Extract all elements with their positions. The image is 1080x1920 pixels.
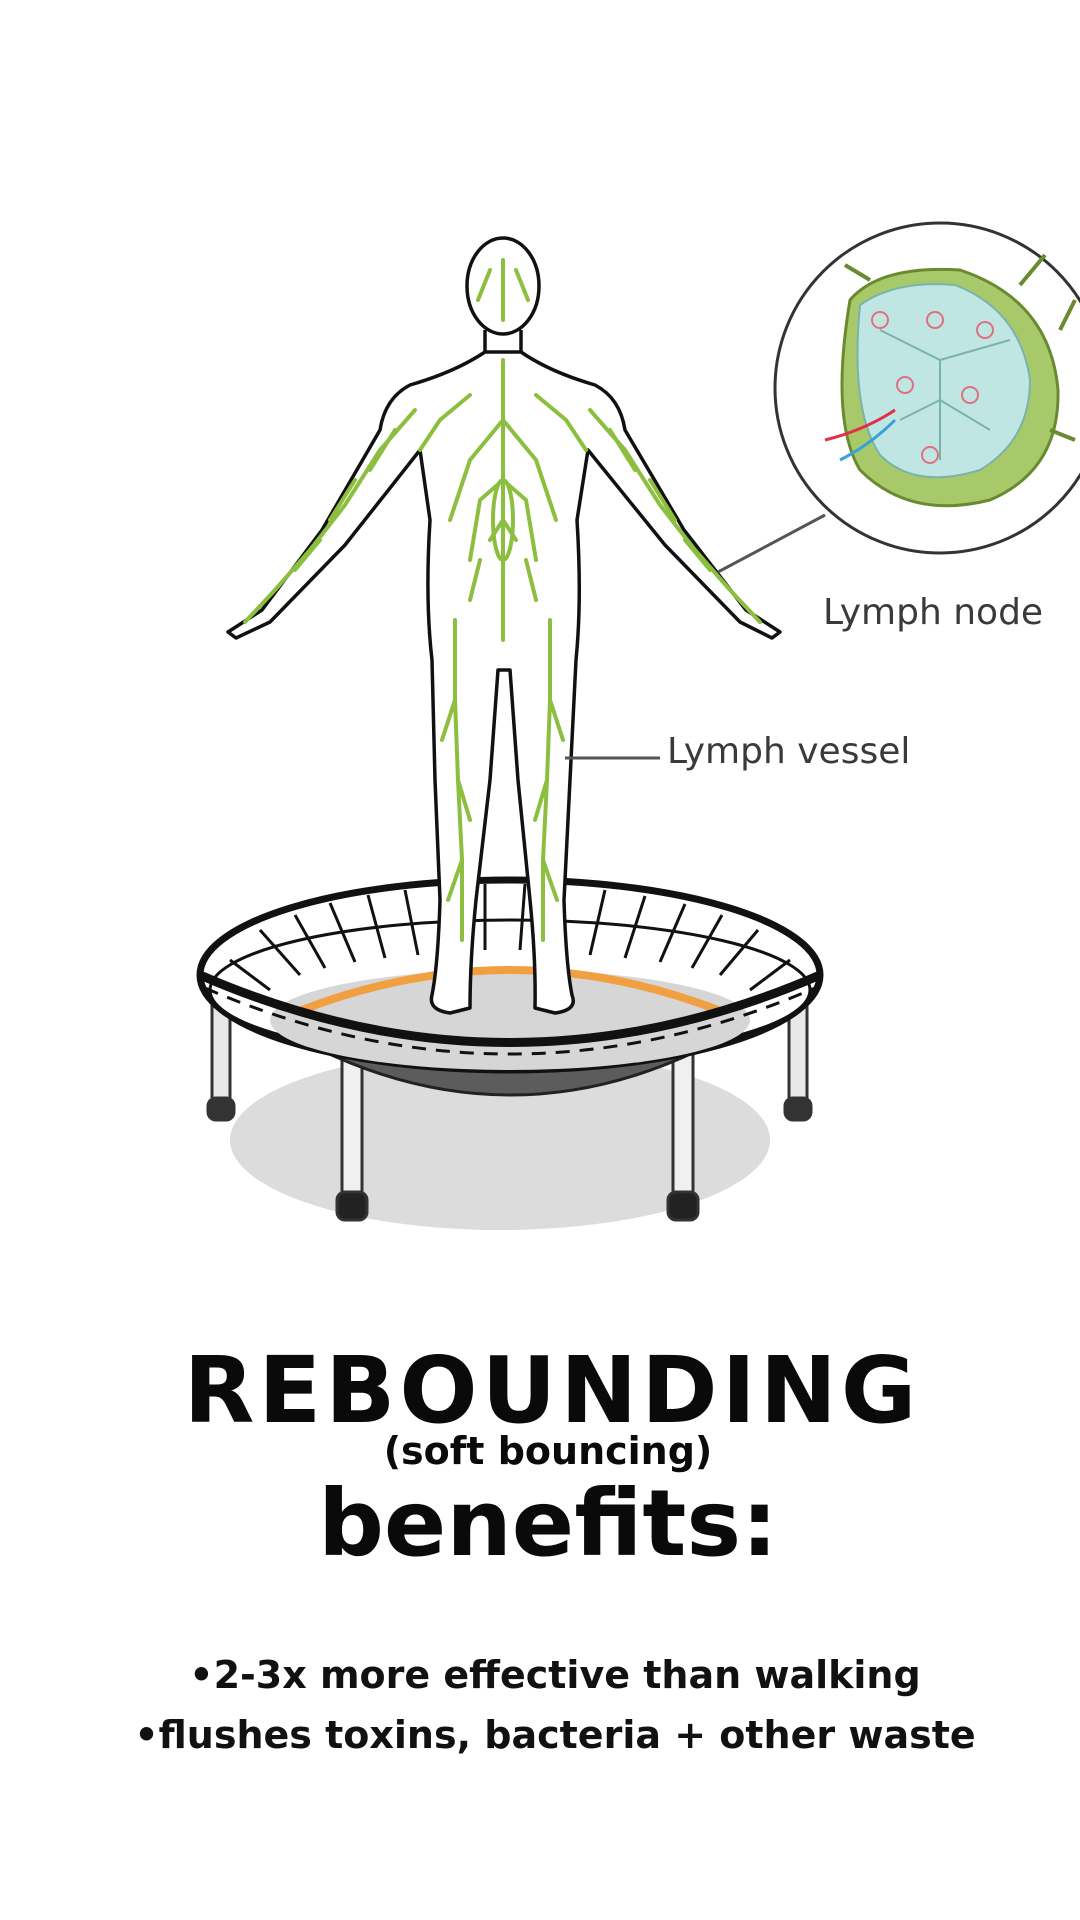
lymphatic-vessels xyxy=(243,258,762,942)
lymph-vessel-label: Lymph vessel xyxy=(667,731,911,772)
lymph-node-magnified-icon xyxy=(773,221,1080,555)
floor-shadow xyxy=(230,1050,770,1230)
subtitle: (soft bouncing) xyxy=(383,1429,713,1473)
lymph-node-pointer xyxy=(717,513,826,574)
benefit-item: •2-3x more effective than walking xyxy=(189,1653,921,1697)
benefit-item: •flushes toxins, bacteria + other waste xyxy=(134,1713,976,1757)
thoracic-duct xyxy=(491,478,515,562)
benefits-heading: benefits: xyxy=(318,1470,778,1577)
trampoline-legs-icon xyxy=(206,996,813,1222)
title: REBOUNDING xyxy=(183,1337,921,1444)
benefit-list: •2-3x more effective than walking •flush… xyxy=(0,1645,1080,1765)
lymphatic-trampoline-illustration xyxy=(196,221,1080,1230)
lymph-node-label: Lymph node xyxy=(823,592,1044,633)
trampoline-icon xyxy=(196,876,824,1074)
